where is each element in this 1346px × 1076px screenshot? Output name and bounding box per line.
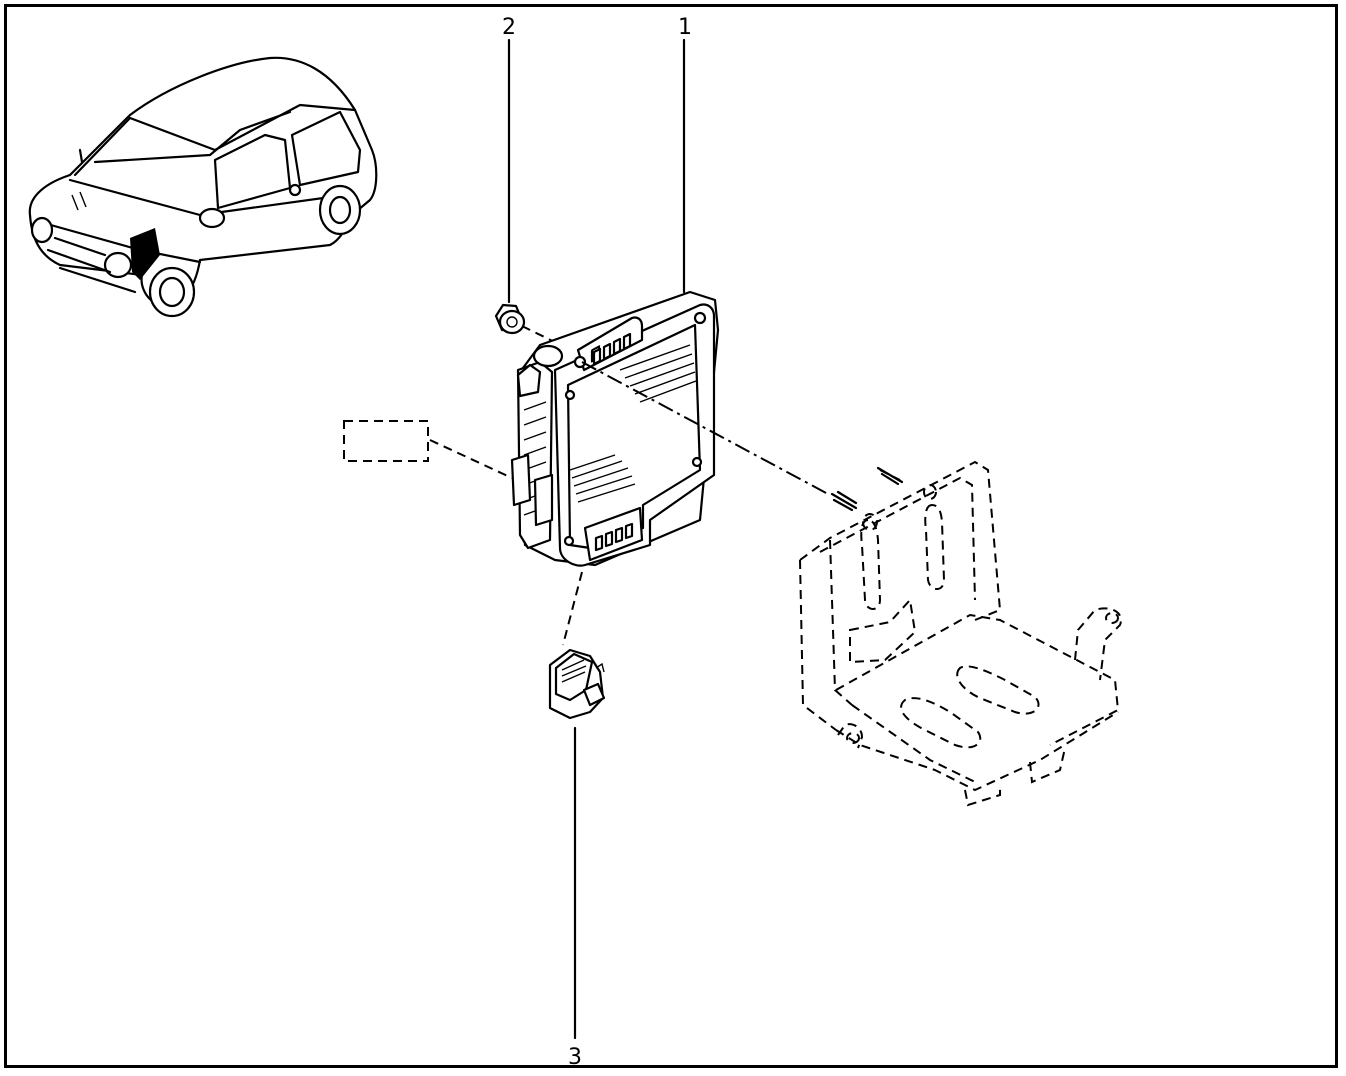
callout-2: 2 [502, 15, 516, 304]
mount-guide-line [581, 361, 829, 495]
clip-guide-line [562, 571, 583, 646]
callout-label-3: 3 [568, 1045, 582, 1070]
ecu-unit-icon [510, 290, 720, 567]
callout-1: 1 [678, 15, 692, 294]
connector-placeholder-icon [343, 420, 513, 479]
callout-label-1: 1 [678, 15, 692, 40]
car-locator-icon [28, 56, 378, 318]
clip-icon [548, 648, 606, 720]
callout-3: 3 [568, 726, 582, 1070]
callout-label-2: 2 [502, 15, 516, 40]
nut-icon [494, 303, 526, 335]
bracket-icon [799, 460, 1122, 807]
